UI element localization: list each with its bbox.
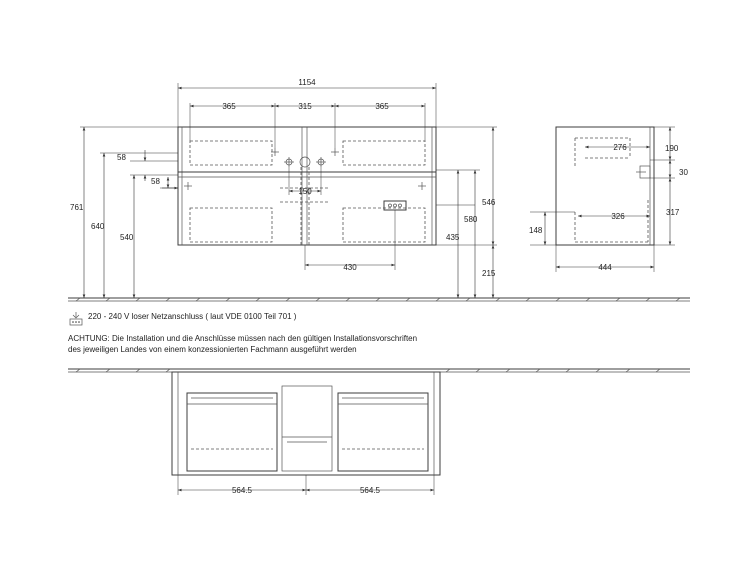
warning-note-line2: des jeweiligen Landes von einem konzessi… — [68, 345, 357, 354]
dimension-labels: 1154 365 315 365 761 640 540 58 58 150 4… — [70, 78, 688, 495]
dim-offset-58-top: 58 — [117, 153, 126, 162]
dim-height-540: 540 — [120, 233, 134, 242]
dim-height-640: 640 — [91, 222, 105, 231]
dim-side-offset-30: 30 — [679, 168, 688, 177]
dim-width-left: 365 — [222, 102, 236, 111]
dim-plan-width-right: 564.5 — [360, 486, 381, 495]
dim-height-546: 546 — [482, 198, 496, 207]
dim-height-580: 580 — [464, 215, 478, 224]
dim-spacing-430: 430 — [343, 263, 357, 272]
dim-side-width-326: 326 — [611, 212, 625, 221]
side-elevation — [530, 126, 675, 272]
dim-side-height-317: 317 — [666, 208, 680, 217]
dim-width-middle: 315 — [298, 102, 312, 111]
dim-side-height-190: 190 — [665, 144, 679, 153]
power-note: 220 - 240 V loser Netzanschluss ( laut V… — [88, 312, 297, 321]
electrical-connection-icon — [69, 312, 83, 326]
dim-side-depth-444: 444 — [598, 263, 612, 272]
warning-note-line1: ACHTUNG: Die Installation und die Anschl… — [68, 334, 418, 343]
plan-view — [68, 368, 690, 495]
dim-side-width-276: 276 — [613, 143, 627, 152]
dim-height-435: 435 — [446, 233, 460, 242]
dim-spacing-150: 150 — [298, 187, 312, 196]
front-elevation — [80, 83, 497, 298]
dim-height-761: 761 — [70, 203, 84, 212]
dim-side-height-148: 148 — [529, 226, 543, 235]
dim-overall-width: 1154 — [298, 78, 316, 87]
dim-height-215: 215 — [482, 269, 496, 278]
dim-width-right: 365 — [375, 102, 389, 111]
dim-offset-58-side: 58 — [151, 177, 160, 186]
floor-line-top — [68, 297, 690, 302]
dim-plan-width-left: 564.5 — [232, 486, 253, 495]
